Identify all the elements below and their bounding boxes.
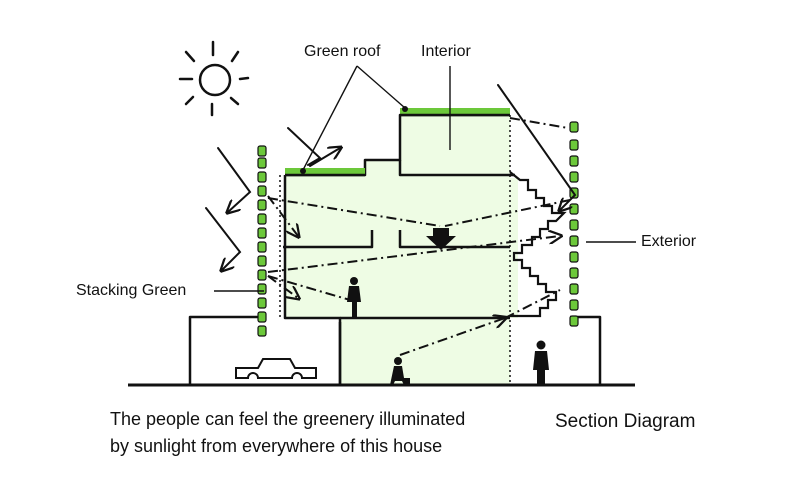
- person-seated-icon: [390, 357, 410, 385]
- stacking-green-left: [257, 145, 267, 337]
- caption-line-2: by sunlight from everywhere of this hous…: [110, 436, 443, 456]
- facade-dotted-lines: [279, 115, 511, 385]
- sun-icon: [178, 40, 250, 117]
- person-upper-floor-icon: [347, 277, 361, 318]
- label-leader-lines: [214, 65, 636, 292]
- caption: The people can feel the greenery illumin…: [110, 406, 465, 460]
- interior-fill: [285, 115, 518, 385]
- stacking-green-label: Stacking Green: [76, 282, 187, 299]
- green-roof-label: Green roof: [304, 43, 381, 60]
- exterior-label: Exterior: [641, 233, 697, 250]
- interior-label: Interior: [421, 43, 471, 60]
- light-down-arrow-icon: [426, 228, 456, 250]
- sunlight-arrows: [205, 84, 577, 270]
- diagram-title: Section Diagram: [555, 411, 696, 432]
- person-exterior-icon: [533, 340, 549, 385]
- light-path-arrows: [267, 117, 571, 356]
- staircase: [509, 171, 567, 318]
- stacking-green-right: [569, 121, 579, 327]
- green-roof-strips: [285, 106, 510, 177]
- caption-line-1: The people can feel the greenery illumin…: [110, 409, 466, 429]
- car-icon: [235, 358, 317, 379]
